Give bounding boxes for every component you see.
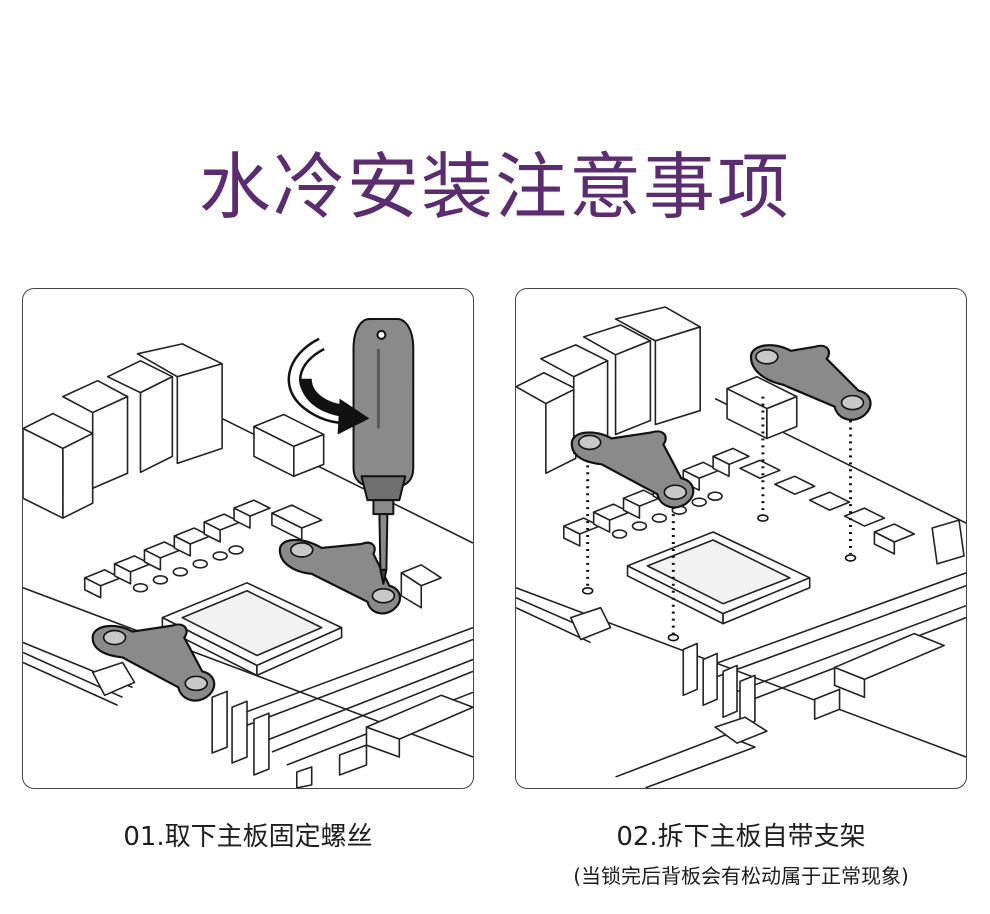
bracket-right (749, 344, 872, 421)
step-1-caption: 01.取下主板固定螺丝 (123, 822, 373, 852)
rotation-arrow-icon (287, 337, 370, 435)
screwdriver-icon (352, 317, 415, 585)
step-2-illustration (515, 288, 967, 789)
bracket-left (570, 430, 695, 509)
step-2-note: (当锁完后背板会有松动属于正常现象) (573, 864, 909, 888)
step-2-caption: 02.拆下主板自带支架 (616, 822, 866, 852)
bracket-left (91, 623, 216, 702)
motherboard-bracket-removed-illustration (516, 306, 966, 788)
motherboard-screwdriver-illustration (23, 317, 473, 788)
bracket-right (278, 538, 402, 615)
step-1-illustration (22, 288, 474, 789)
page-title: 水冷安装注意事项 (198, 145, 791, 229)
